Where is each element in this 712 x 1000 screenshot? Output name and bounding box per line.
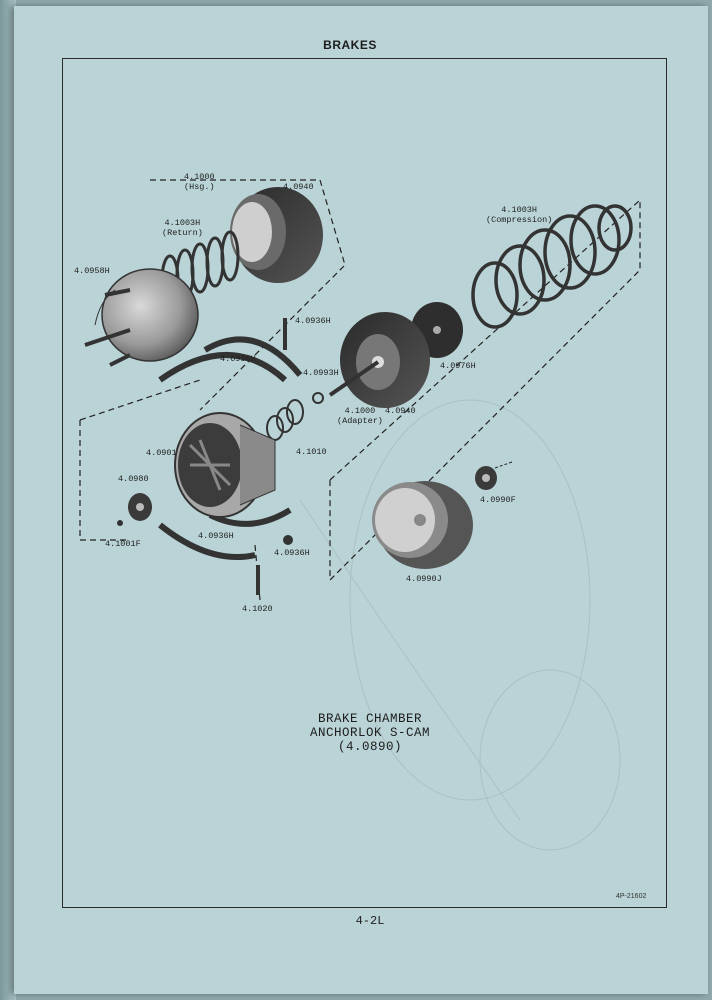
part-label: 4.0940 — [283, 182, 314, 192]
nut-part — [283, 535, 293, 545]
section-header: BRAKES — [323, 38, 377, 52]
chamber-drum — [84, 268, 199, 367]
document-reference: 4P-21602 — [616, 893, 647, 900]
part-label: 4.1003H(Return) — [162, 218, 203, 238]
part-label: 4.1003H(Compression) — [486, 205, 553, 225]
compression-spring — [471, 204, 633, 329]
adapter-housing — [328, 312, 430, 408]
part-label: 4.0990J — [406, 574, 442, 584]
caption-line: (4.0890) — [337, 740, 402, 754]
part-label: 4.0940 — [385, 406, 416, 416]
housing-part — [230, 187, 323, 283]
diagram-caption: BRAKE CHAMBER ANCHORLOK S-CAM (4.0890) — [290, 712, 450, 754]
clamp-bands — [158, 336, 303, 560]
part-label: 4.0936H — [274, 548, 310, 558]
part-label: 4.0936H — [295, 316, 331, 326]
group-outlines — [79, 179, 641, 601]
caption-line: ANCHORLOK S-CAM — [309, 726, 431, 740]
part-label: 4.0976H — [440, 361, 476, 371]
page-number: 4-2L — [355, 914, 385, 928]
part-label: 4.1000(Adapter) — [337, 406, 383, 426]
fitting-part — [117, 520, 123, 526]
caption-line: BRAKE CHAMBER — [317, 712, 423, 726]
small-spring — [266, 399, 304, 441]
washer-part — [312, 392, 324, 404]
part-label: 4.0980 — [118, 474, 149, 484]
cover-part — [372, 481, 473, 569]
part-label: 4.0958H — [74, 266, 110, 276]
part-label: 4.0901 — [146, 448, 177, 458]
bracket-housing — [174, 412, 276, 518]
part-label: 4.0936H — [198, 531, 234, 541]
part-label: 4.1001F — [105, 539, 141, 549]
background-ghost — [299, 399, 621, 851]
part-label: 4.0990F — [480, 495, 516, 505]
part-label: 4.1010 — [296, 447, 327, 457]
binding-spine — [0, 0, 16, 1000]
part-label: 4.1020 — [242, 604, 273, 614]
part-label: 4.0936H — [220, 354, 256, 364]
part-label: 4.1000(Hsg.) — [184, 172, 215, 192]
illustration-frame — [62, 58, 667, 908]
part-label: 4.0993H — [303, 368, 339, 378]
